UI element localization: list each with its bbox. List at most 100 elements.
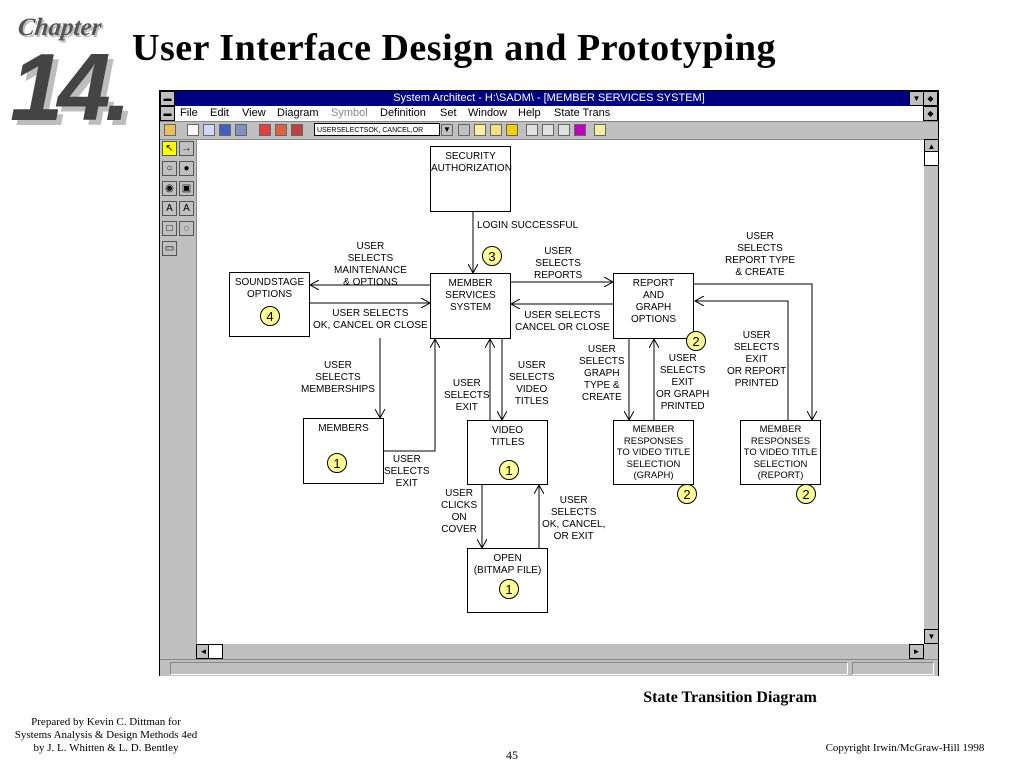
status-bar (160, 659, 938, 676)
note-tool-icon[interactable]: ◌ (179, 221, 194, 236)
highlight-icon[interactable] (506, 124, 518, 136)
save-icon[interactable] (219, 124, 231, 136)
menu-help[interactable]: Help (518, 107, 541, 119)
menu-file[interactable]: File (180, 107, 198, 119)
state-label: RESPONSES (623, 435, 684, 447)
prepared-line: Systems Analysis & Design Methods 4ed (14, 729, 198, 741)
menu-edit[interactable]: Edit (210, 107, 229, 119)
state-number-badge: 2 (677, 484, 697, 504)
start-state-icon[interactable]: ◉ (162, 181, 177, 196)
folder-icon[interactable] (490, 124, 502, 136)
print-icon[interactable] (235, 124, 247, 136)
menu-definition[interactable]: Definition (380, 107, 426, 119)
open-diagram-icon[interactable] (203, 124, 215, 136)
paste-icon[interactable] (558, 124, 570, 136)
scroll-thumb-horizontal[interactable] (208, 644, 223, 659)
state-box-tool-icon[interactable]: □ (162, 221, 177, 236)
dot-tool-icon[interactable]: ● (179, 161, 194, 176)
state-label: MEMBER (632, 424, 675, 435)
state-report-graph-options[interactable]: REPORT AND GRAPH OPTIONS (613, 273, 694, 339)
document-restore-icon[interactable]: ◆ (923, 106, 938, 121)
new-diagram-icon[interactable] (187, 124, 199, 136)
state-security-authorization[interactable]: SECURITY AUTHORIZATION (430, 146, 512, 212)
copyright: Copyright Irwin/McGraw-Hill 1998 (825, 742, 985, 754)
state-soundstage-options[interactable]: SOUNDSTAGE OPTIONS (229, 272, 310, 337)
transition-label: TYPE & (584, 380, 620, 391)
transition-label-to-graph: USER SELECTS GRAPH TYPE & CREATE (579, 344, 625, 404)
definition-combo[interactable]: USERSELECTSOK, CANCEL,OR (314, 123, 440, 136)
transition-label: USER (445, 488, 473, 499)
state-label: OPEN (493, 553, 522, 564)
state-number-badge: 1 (499, 579, 519, 599)
report-icon[interactable] (259, 124, 271, 136)
transition-label: COVER (441, 524, 477, 535)
horizontal-scrollbar[interactable]: ◄ ► (196, 644, 924, 659)
transition-label-from-members: USER SELECTS EXIT (384, 454, 430, 490)
state-label: OPTIONS (630, 314, 676, 325)
lightning-icon[interactable] (594, 124, 606, 136)
transition-tool-icon[interactable]: → (179, 141, 194, 156)
state-label: (GRAPH) (633, 470, 674, 481)
state-label: TO VIDEO TITLE (616, 447, 691, 458)
transition-label: REPORTS (534, 270, 583, 281)
menu-set[interactable]: Set (440, 107, 457, 119)
transition-label: SELECTS (659, 365, 706, 376)
arrow-to-report-type (694, 283, 812, 420)
state-number-badge: 4 (260, 306, 280, 326)
minimize-icon[interactable]: ▼ (909, 91, 924, 106)
transition-label: GRAPH (584, 368, 620, 379)
transition-label: SELECTS (550, 507, 597, 518)
encyclopedia-icon[interactable] (291, 124, 303, 136)
scroll-right-icon[interactable]: ► (909, 644, 924, 659)
cut-icon[interactable] (526, 124, 538, 136)
pointer-tool-icon[interactable]: ↖ (162, 141, 177, 156)
open-folder-icon[interactable] (164, 124, 176, 136)
transition-label: USER SELECTS (332, 308, 409, 319)
matrix-icon[interactable] (275, 124, 287, 136)
menu-diagram[interactable]: Diagram (277, 107, 319, 119)
transition-label-to-reports: USER SELECTS REPORTS (534, 246, 582, 282)
state-member-services-system[interactable]: MEMBER SERVICES SYSTEM (430, 273, 511, 339)
state-label: SELECTION (753, 458, 808, 470)
combo-dropdown-icon[interactable]: ▼ (441, 124, 453, 136)
state-label: MEMBER (759, 424, 802, 435)
region-tool-icon[interactable]: ▣ (179, 181, 194, 196)
transition-label: USER (517, 360, 546, 371)
rectangle-tool-icon[interactable]: ▭ (162, 241, 177, 256)
restore-icon[interactable]: ◆ (923, 91, 938, 106)
diagram-canvas[interactable]: SECURITY AUTHORIZATION SOUNDSTAGE OPTION… (196, 139, 925, 645)
vertical-scrollbar[interactable]: ▲ ▼ (924, 139, 939, 644)
state-label: SELECTION (626, 458, 681, 470)
system-menu-icon[interactable]: ▬ (160, 91, 175, 106)
state-label: TO VIDEO TITLE (743, 447, 818, 458)
menu-state-trans[interactable]: State Trans (554, 107, 611, 119)
scroll-thumb[interactable] (924, 151, 939, 166)
state-label: AUTHORIZATION (431, 163, 512, 174)
text-tool-icon[interactable]: A (179, 201, 194, 216)
state-label: SECURITY (445, 151, 496, 162)
transition-label: EXIT (745, 354, 768, 365)
menu-view[interactable]: View (242, 107, 266, 119)
exit-door-icon[interactable] (574, 124, 586, 136)
state-label: SYSTEM (449, 302, 492, 313)
arrow-from-members (384, 339, 435, 452)
transition-label: PRINTED (734, 378, 779, 389)
text-box-tool-icon[interactable]: A (162, 201, 177, 216)
state-responses-report[interactable]: MEMBER RESPONSES TO VIDEO TITLE SELECTIO… (740, 420, 821, 485)
copy-icon[interactable] (542, 124, 554, 136)
prepared-line: Prepared by Kevin C. Dittman for (31, 716, 181, 728)
window-title: System Architect - H:\SADM\ - [MEMBER SE… (393, 92, 705, 104)
transition-label-from-report: USER SELECTS EXIT OR REPORT PRINTED (727, 330, 786, 390)
transition-label: EXIT (455, 402, 478, 413)
circle-tool-icon[interactable]: ○ (162, 161, 177, 176)
state-members[interactable]: MEMBERS (303, 418, 384, 484)
transition-label: SELECTS (535, 258, 581, 269)
figure-caption: State Transition Diagram (643, 689, 817, 706)
scroll-down-icon[interactable]: ▼ (924, 629, 939, 644)
binoculars-icon[interactable] (458, 124, 470, 136)
note-icon[interactable] (474, 124, 486, 136)
document-menu-icon[interactable]: ▬ (160, 106, 175, 121)
menu-window[interactable]: Window (468, 107, 508, 119)
state-responses-graph[interactable]: MEMBER RESPONSES TO VIDEO TITLE SELECTIO… (613, 420, 694, 485)
transition-label-from-video: USER SELECTS EXIT (444, 378, 490, 414)
